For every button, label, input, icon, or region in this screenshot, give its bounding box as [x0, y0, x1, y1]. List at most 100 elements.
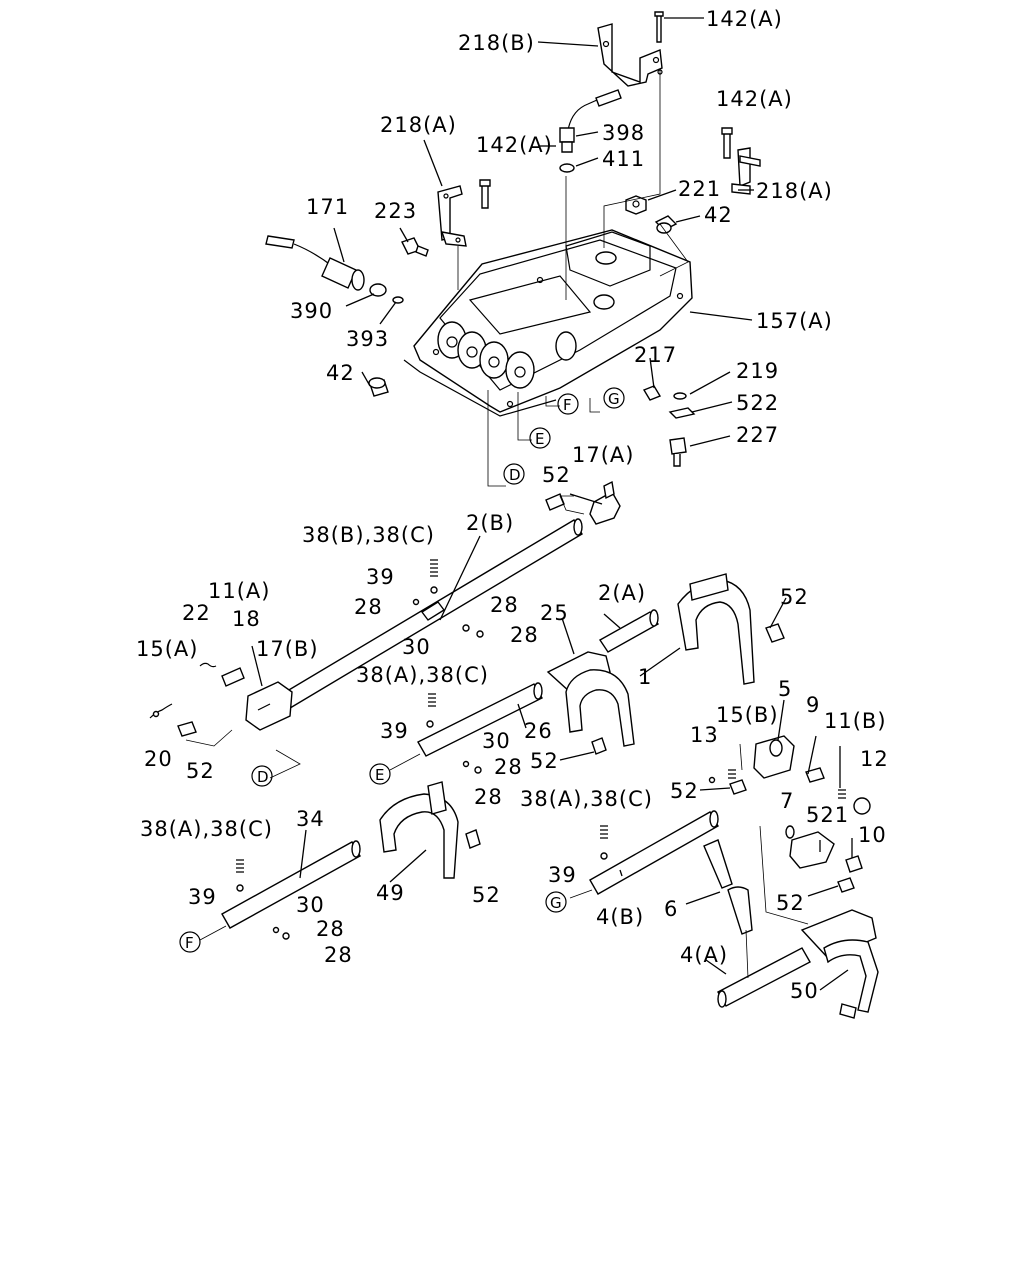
label-52-fork25: 52	[530, 749, 559, 773]
label-30-mid: 30	[482, 729, 511, 753]
label-398: 398	[602, 121, 645, 145]
label-522: 522	[736, 391, 779, 415]
label-38a-38c-left: 38(A),38(C)	[140, 817, 273, 841]
label-49: 49	[376, 881, 405, 905]
switch-398-drawing	[559, 89, 622, 173]
label-28-a: 28	[354, 595, 383, 619]
rail-26-drawing	[417, 682, 543, 757]
block-17a-drawing	[545, 480, 621, 525]
rail-4a-drawing	[717, 947, 811, 1008]
label-17b: 17(B)	[256, 637, 319, 661]
label-39-top: 39	[366, 565, 395, 589]
label-26: 26	[524, 719, 553, 743]
leader-lines	[251, 17, 853, 991]
label-2b: 2(B)	[466, 511, 514, 535]
rail-2a-drawing	[598, 609, 660, 653]
label-218a-right: 218(A)	[756, 179, 833, 203]
label-142a-mid: 142(A)	[476, 133, 553, 157]
label-38b-38c: 38(B),38(C)	[302, 523, 435, 547]
label-393: 393	[346, 327, 389, 351]
label-12: 12	[860, 747, 889, 771]
rail-34-drawing	[221, 840, 361, 929]
label-217: 217	[634, 343, 677, 367]
bracket-218a-right-drawing	[721, 127, 761, 195]
label-38a-38c-mid: 38(A),38(C)	[356, 663, 489, 687]
label-28-c: 28	[510, 623, 539, 647]
label-52-block521: 52	[776, 891, 805, 915]
bracket-218b-drawing	[597, 11, 664, 87]
label-157a: 157(A)	[756, 309, 833, 333]
label-390: 390	[290, 299, 333, 323]
block-521-drawing	[785, 825, 863, 893]
springs-and-balls-drawing	[152, 559, 846, 940]
label-42-left: 42	[326, 361, 355, 385]
block-5-drawing	[729, 735, 871, 815]
fasteners-217-227-drawing	[642, 385, 696, 467]
label-52-fork49: 52	[472, 883, 501, 907]
label-52-17b: 52	[186, 759, 215, 783]
label-52-17a: 52	[542, 463, 571, 487]
label-218b: 218(B)	[458, 31, 535, 55]
label-227: 227	[736, 423, 779, 447]
label-10: 10	[858, 823, 887, 847]
ref-letter-g-top: G	[608, 390, 621, 408]
label-28-e: 28	[474, 785, 503, 809]
label-15a: 15(A)	[136, 637, 198, 661]
label-11b: 11(B)	[824, 709, 887, 733]
label-411: 411	[602, 147, 645, 171]
pin-42-left-drawing	[368, 377, 389, 397]
ref-letter-d-top: D	[509, 466, 522, 484]
label-221: 221	[678, 177, 721, 201]
label-28-b: 28	[490, 593, 519, 617]
bracket-218a-left-drawing	[437, 179, 491, 247]
label-2a: 2(A)	[598, 581, 646, 605]
label-15b: 15(B)	[716, 703, 779, 727]
label-42-top: 42	[704, 203, 733, 227]
label-52-fork1: 52	[780, 585, 809, 609]
label-1: 1	[638, 665, 652, 689]
label-30-top: 30	[402, 635, 431, 659]
label-7: 7	[780, 789, 794, 813]
label-5: 5	[778, 677, 792, 701]
pin-42-top-drawing	[654, 215, 678, 234]
label-223: 223	[374, 199, 417, 223]
label-28-g: 28	[324, 943, 353, 967]
fork-49-drawing	[379, 781, 481, 879]
label-39-left: 39	[188, 885, 217, 909]
fork-1-drawing	[677, 573, 785, 685]
label-25: 25	[540, 601, 569, 625]
reference-lines	[185, 70, 809, 979]
label-22: 22	[182, 601, 211, 625]
ref-letter-g-bottom: G	[550, 894, 563, 912]
ref-letter-e-top: E	[535, 430, 545, 448]
block-17b-drawing	[149, 667, 293, 737]
label-11a: 11(A)	[208, 579, 270, 603]
label-13: 13	[690, 723, 719, 747]
label-17a: 17(A)	[572, 443, 634, 467]
label-50: 50	[790, 979, 819, 1003]
label-28-d: 28	[494, 755, 523, 779]
label-39-right: 39	[548, 863, 577, 887]
label-18: 18	[232, 607, 261, 631]
ref-letter-f-top: F	[563, 396, 573, 414]
ref-letter-e-bottom: E	[375, 766, 385, 784]
label-521: 521	[806, 803, 849, 827]
fork-25-drawing	[546, 651, 635, 755]
part-labels: 142(A) 218(B) 142(A) 218(A) 142(A) 398 4…	[136, 7, 889, 1003]
plug-223-drawing	[401, 237, 429, 257]
label-6: 6	[664, 897, 678, 921]
label-142a-top: 142(A)	[706, 7, 783, 31]
label-28-f: 28	[316, 917, 345, 941]
label-9: 9	[806, 693, 820, 717]
label-38a-38c-right: 38(A),38(C)	[520, 787, 653, 811]
fork-50-drawing	[800, 909, 879, 1019]
ref-letter-d-bottom: D	[257, 768, 270, 786]
label-39-mid: 39	[380, 719, 409, 743]
label-30-left: 30	[296, 893, 325, 917]
fork-6-drawing	[703, 839, 753, 935]
ref-letter-f-bottom: F	[185, 934, 195, 952]
nut-221-drawing	[625, 195, 647, 215]
label-20: 20	[144, 747, 173, 771]
